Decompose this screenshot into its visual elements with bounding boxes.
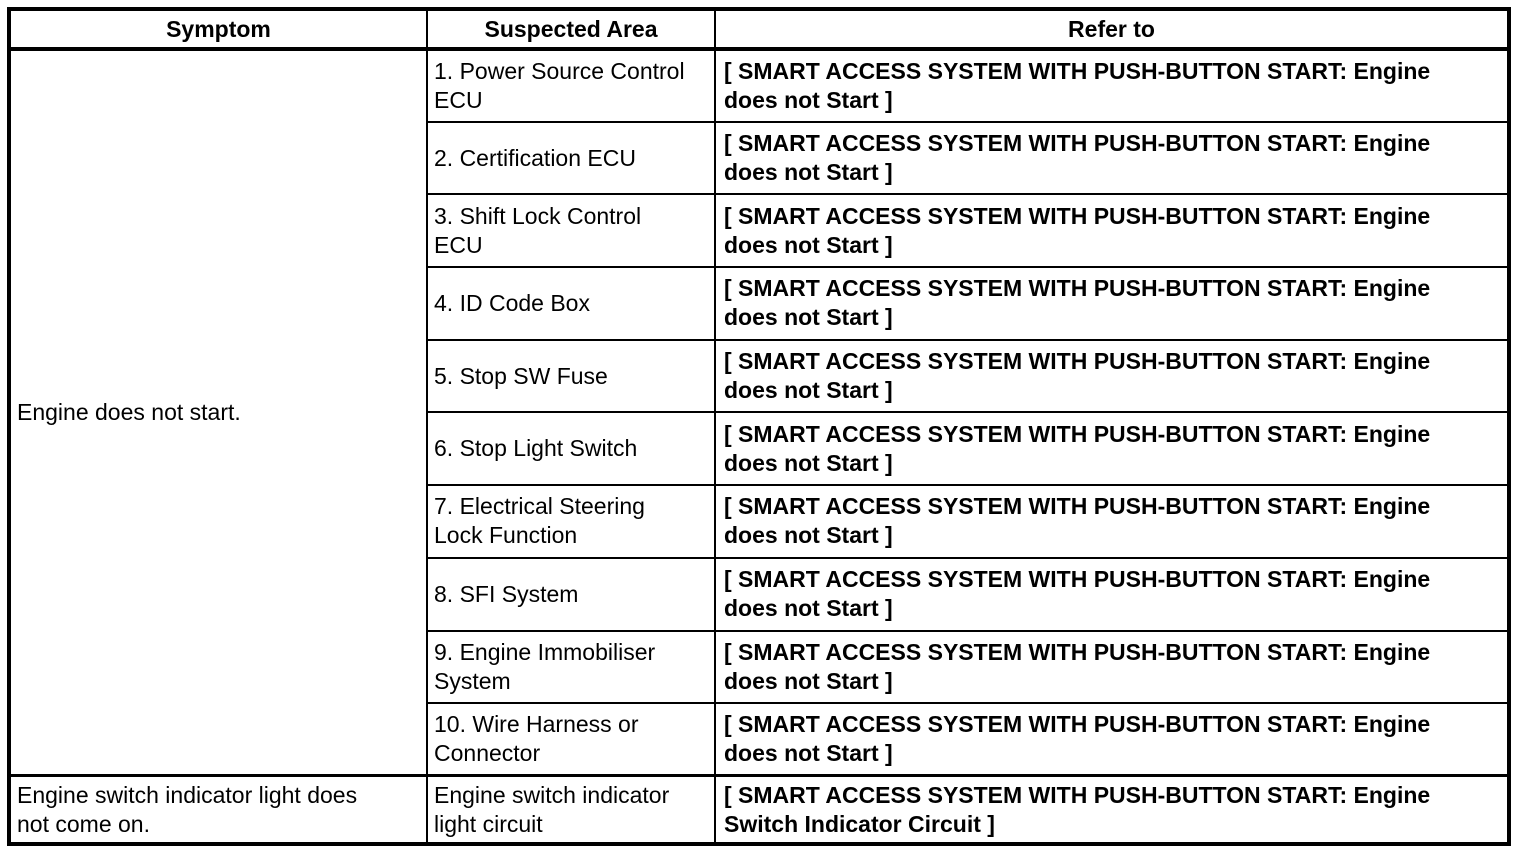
suspected-area-cell: 8. SFI System	[426, 556, 716, 632]
refer-to-cell: [ SMART ACCESS SYSTEM WITH PUSH-BUTTON S…	[714, 556, 1510, 632]
table-row: 7. Electrical Steering Lock Function[ SM…	[9, 484, 1510, 559]
header-symptom: Symptom	[8, 8, 428, 51]
table-row: 5. Stop SW Fuse[ SMART ACCESS SYSTEM WIT…	[9, 338, 1510, 414]
refer-to-cell: [ SMART ACCESS SYSTEM WITH PUSH-BUTTON S…	[714, 338, 1510, 414]
symptom-table: Symptom Suspected Area Refer to Engine d…	[7, 7, 1511, 846]
suspected-area-cell: 3. Shift Lock Control ECU	[426, 193, 716, 269]
suspected-area-cell: 9. Engine Immobiliser System	[426, 629, 716, 705]
table-row: 10. Wire Harness or Connector[ SMART ACC…	[9, 702, 1510, 777]
refer-to-cell: [ SMART ACCESS SYSTEM WITH PUSH-BUTTON S…	[714, 411, 1510, 487]
table-row: 9. Engine Immobiliser System[ SMART ACCE…	[9, 629, 1510, 705]
suspected-area-cell: 10. Wire Harness or Connector	[426, 702, 716, 777]
symptom-table-header: Symptom Suspected Area Refer to	[8, 8, 1510, 51]
header-row: Symptom Suspected Area Refer to	[8, 8, 1510, 51]
table-row: 3. Shift Lock Control ECU[ SMART ACCESS …	[9, 193, 1510, 269]
refer-to-cell: [ SMART ACCESS SYSTEM WITH PUSH-BUTTON S…	[714, 266, 1510, 341]
table-row: 6. Stop Light Switch[ SMART ACCESS SYSTE…	[9, 411, 1510, 487]
header-suspected-area: Suspected Area	[426, 8, 716, 51]
suspected-area-cell: Engine switch indicator light circuit	[426, 774, 716, 846]
table-row: Engine switch indicator light does not c…	[8, 774, 1510, 846]
refer-to-cell: [ SMART ACCESS SYSTEM WITH PUSH-BUTTON S…	[714, 120, 1510, 196]
refer-to-cell: [ SMART ACCESS SYSTEM WITH PUSH-BUTTON S…	[714, 193, 1510, 269]
symptom-cell: Engine switch indicator light does not c…	[8, 774, 428, 846]
refer-to-cell: [ SMART ACCESS SYSTEM WITH PUSH-BUTTON S…	[714, 774, 1510, 846]
table-row: Engine does not start.1. Power Source Co…	[8, 48, 1510, 777]
suspected-area-cell: 2. Certification ECU	[426, 120, 716, 196]
suspected-area-cell: 7. Electrical Steering Lock Function	[426, 484, 716, 559]
refer-to-cell: [ SMART ACCESS SYSTEM WITH PUSH-BUTTON S…	[714, 629, 1510, 705]
suspected-area-cell: 6. Stop Light Switch	[426, 411, 716, 487]
table-row: 4. ID Code Box[ SMART ACCESS SYSTEM WITH…	[9, 266, 1510, 341]
suspected-area-cell: 1. Power Source Control ECU	[426, 48, 716, 123]
refer-to-cell: [ SMART ACCESS SYSTEM WITH PUSH-BUTTON S…	[714, 48, 1510, 123]
symptom-cell: Engine does not start.	[8, 48, 428, 777]
table-row: 2. Certification ECU[ SMART ACCESS SYSTE…	[9, 120, 1510, 196]
table-row: 8. SFI System[ SMART ACCESS SYSTEM WITH …	[9, 556, 1510, 632]
refer-to-cell: [ SMART ACCESS SYSTEM WITH PUSH-BUTTON S…	[714, 484, 1510, 559]
suspected-area-cell: 5. Stop SW Fuse	[426, 338, 716, 414]
refer-to-cell: [ SMART ACCESS SYSTEM WITH PUSH-BUTTON S…	[714, 702, 1510, 777]
header-refer-to: Refer to	[714, 8, 1510, 51]
symptom-table-body: Engine does not start.1. Power Source Co…	[8, 48, 1510, 846]
suspected-area-cell: 4. ID Code Box	[426, 266, 716, 341]
